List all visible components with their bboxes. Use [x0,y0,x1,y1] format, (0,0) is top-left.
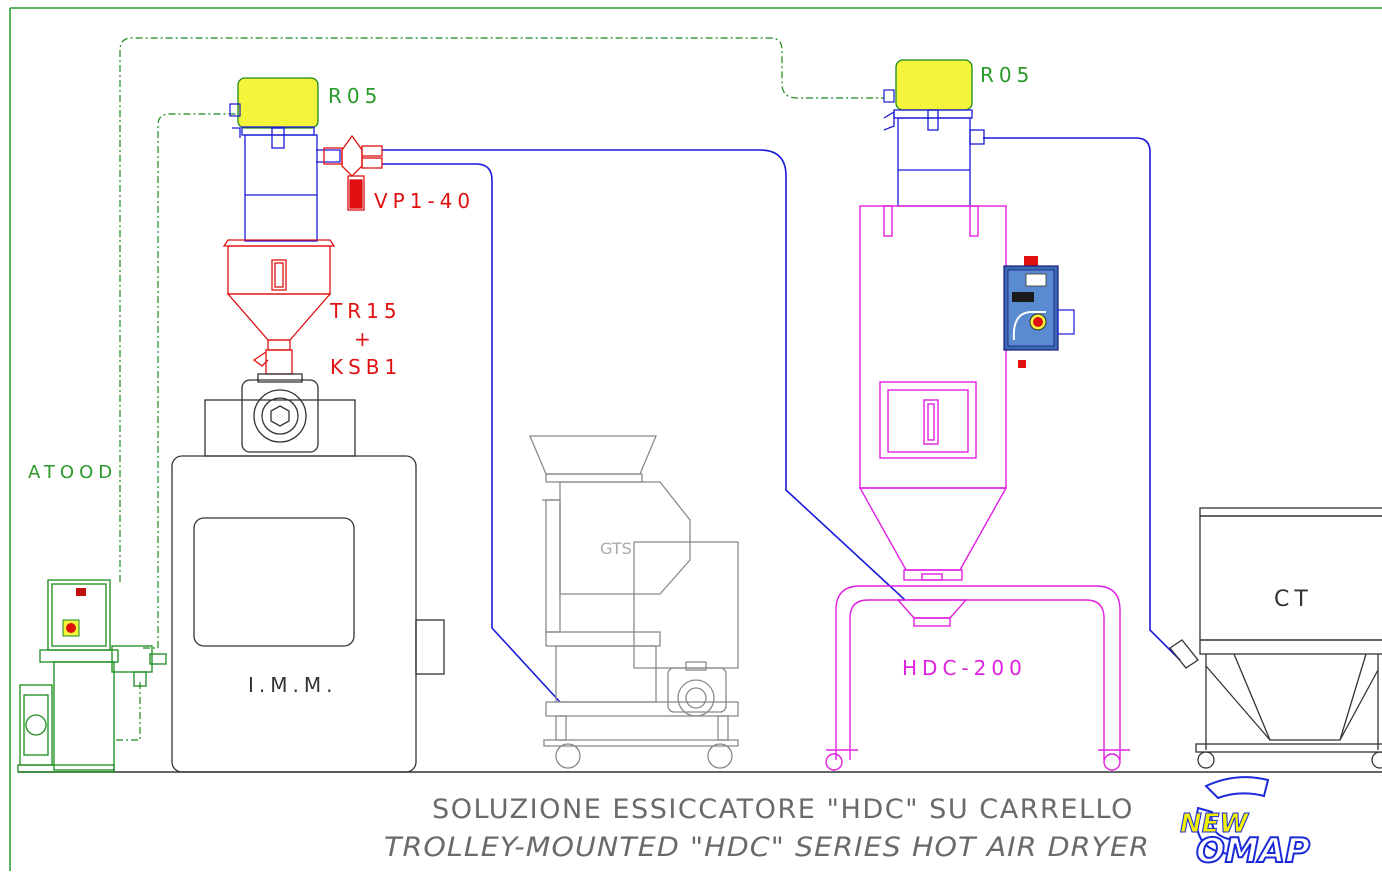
logo-new: NEW [1180,809,1250,839]
label-imm: I.M.M. [248,673,337,697]
motor-icon [667,661,727,717]
control-panel-icon [1003,256,1075,368]
receiver-right [883,59,985,207]
label-ct: CT [1274,587,1313,612]
vacuum-lines [382,137,1181,703]
imm-machine [171,373,445,773]
signal-lines [116,37,884,741]
label-hdc: HDC-200 [902,656,1027,680]
label-vp: VP1-40 [374,189,475,213]
label-tr15: TR15 [329,299,402,323]
label-gts: GTS [600,539,632,558]
power-switch-icon [62,619,80,637]
caption-english: TROLLEY-MOUNTED "HDC" SERIES HOT AIR DRY… [384,832,1150,863]
label-ksb1: KSB1 [330,355,402,379]
drawing-frame [9,7,1382,871]
label-r05-right: R05 [980,63,1034,87]
logo-omap: OMAP [1196,831,1310,871]
ct-tank [1169,507,1382,769]
diagram-labels: R05 R05 VP1-40 TR15 + KSB1 ATOOD I.M.M. … [28,63,1313,697]
label-atood: ATOOD [28,462,117,483]
label-r05-left: R05 [328,84,382,108]
receiver-left [229,77,341,242]
omap-logo: NEW OMAP [1180,776,1311,872]
vp-valve [323,134,383,211]
caption: SOLUZIONE ESSICCATORE "HDC" SU CARRELLO … [384,794,1150,863]
granulator-gts [529,435,739,769]
caption-italian: SOLUZIONE ESSICCATORE "HDC" SU CARRELLO [432,794,1134,825]
funnel-tr15 [222,239,336,375]
dryer-hdc [825,205,1130,771]
loader-unit [17,579,167,773]
label-plus: + [354,327,376,351]
stop-button [76,588,86,596]
